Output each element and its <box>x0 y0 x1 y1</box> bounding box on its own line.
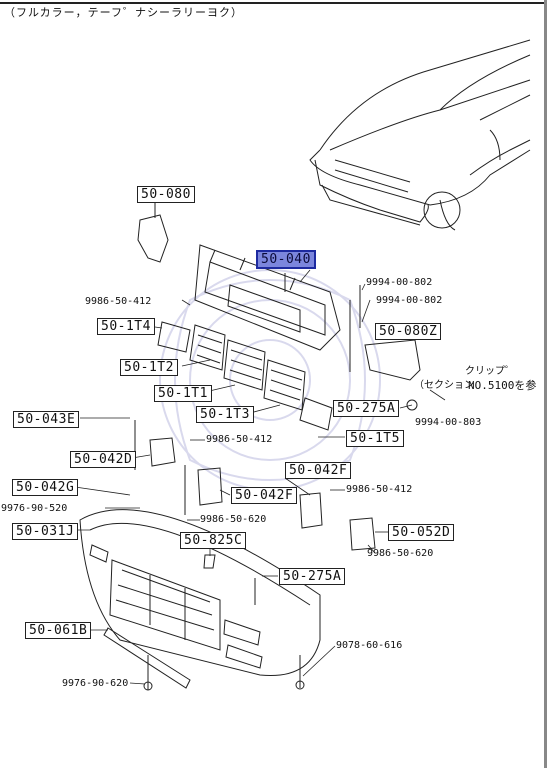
watermark-emblem <box>159 269 381 491</box>
label-9976-90-520: 9976-90-520 <box>1 503 68 514</box>
label-9986-50-620-left: 9986-50-620 <box>200 514 267 525</box>
label-9994-00-803: 9994-00-803 <box>415 417 482 428</box>
part-50-275A-box-upper[interactable]: 50-275A <box>333 400 400 417</box>
label-9994-00-802-a: 9994-00-802 <box>366 277 433 288</box>
part-50-1T5-box[interactable]: 50-1T5 <box>346 430 404 447</box>
clip-note: クリップ゜ <box>465 366 515 377</box>
section-note: （セクション <box>414 380 474 391</box>
part-50-042D-box[interactable]: 50-042D <box>70 451 137 468</box>
part-50-040-box[interactable]: 50-040 <box>256 250 316 269</box>
part-50-1T1-box[interactable]: 50-1T1 <box>154 385 212 402</box>
section-reference: NO.5100を参 <box>468 379 537 392</box>
part-50-061B-box[interactable]: 50-061B <box>25 622 92 639</box>
label-9994-00-802-b: 9994-00-802 <box>376 295 443 306</box>
part-50-052D-box[interactable]: 50-052D <box>388 524 455 541</box>
label-9986-50-412-mid: 9986-50-412 <box>206 434 273 445</box>
part-50-042F-box-right[interactable]: 50-042F <box>285 462 352 479</box>
part-50-042F-box-left[interactable]: 50-042F <box>231 487 298 504</box>
label-9986-50-620-right: 9986-50-620 <box>367 548 434 559</box>
part-50-080Z-box[interactable]: 50-080Z <box>375 323 442 340</box>
grille-insert-drawings <box>157 321 333 431</box>
part-50-043E-box[interactable]: 50-043E <box>13 411 80 428</box>
part-50-1T4-box[interactable]: 50-1T4 <box>97 318 155 335</box>
label-9976-90-620: 9976-90-620 <box>62 678 129 689</box>
part-50-825C-box[interactable]: 50-825C <box>180 532 247 549</box>
leader-lines <box>72 269 446 685</box>
part-50-275A-box-lower[interactable]: 50-275A <box>279 568 346 585</box>
label-9986-50-412-top: 9986-50-412 <box>85 296 152 307</box>
label-9986-50-412-right: 9986-50-412 <box>346 484 413 495</box>
part-50-1T3-box[interactable]: 50-1T3 <box>196 406 254 423</box>
car-illustration <box>309 39 531 231</box>
front-bumper-drawing <box>79 509 321 677</box>
page-header: （フルカラー，テーフ゜ナシーラリーヨク） <box>4 6 244 19</box>
part-50-042G-box[interactable]: 50-042G <box>12 479 79 496</box>
page-edge <box>544 0 547 768</box>
part-50-031J-box[interactable]: 50-031J <box>12 523 79 540</box>
label-9078-60-616: 9078-60-616 <box>336 640 403 651</box>
grille-frame-drawing <box>194 244 341 351</box>
part-50-080-box[interactable]: 50-080 <box>137 186 195 203</box>
part-50-1T2-box[interactable]: 50-1T2 <box>120 359 178 376</box>
